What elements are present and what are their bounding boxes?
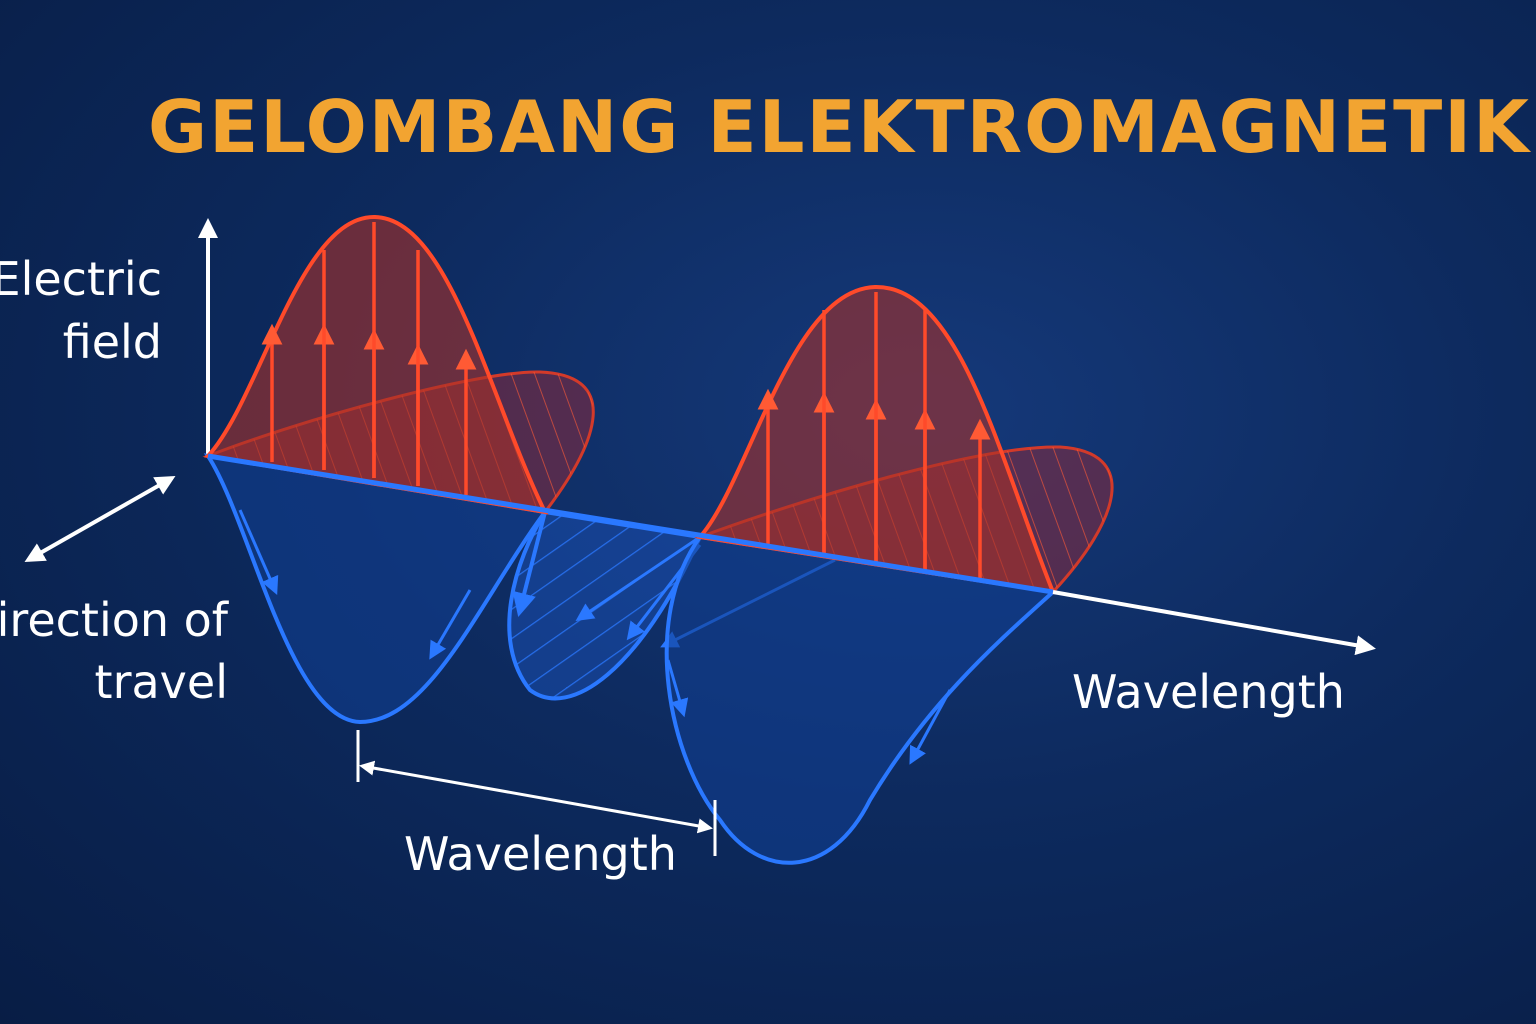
electric-wave xyxy=(202,214,1114,595)
wavelength-bracket-label: Wavelength xyxy=(404,827,677,881)
electric-arrows-1 xyxy=(261,222,477,495)
direction-label-line2: travel xyxy=(95,655,228,709)
page-title: GELOMBANG ELEKTROMAGNETIK xyxy=(148,85,1531,169)
wavelength-bracket xyxy=(356,730,717,856)
electric-field-label-line1: Electric xyxy=(0,252,162,306)
propagation-axis-blue xyxy=(207,453,1054,595)
propagation-axis-arrow xyxy=(1052,590,1376,656)
wavelength-axis-label: Wavelength xyxy=(1072,665,1345,719)
direction-arrow xyxy=(24,476,176,562)
magnetic-lobe-1 xyxy=(203,453,549,725)
direction-label-line1: Direction of xyxy=(0,593,230,647)
electric-field-label-line2: field xyxy=(63,315,162,369)
magnetic-wave xyxy=(203,453,1058,865)
electric-lobe-1 xyxy=(204,214,549,515)
electric-arrows-2 xyxy=(757,292,991,578)
magnetic-lobe-2 xyxy=(664,534,1058,865)
